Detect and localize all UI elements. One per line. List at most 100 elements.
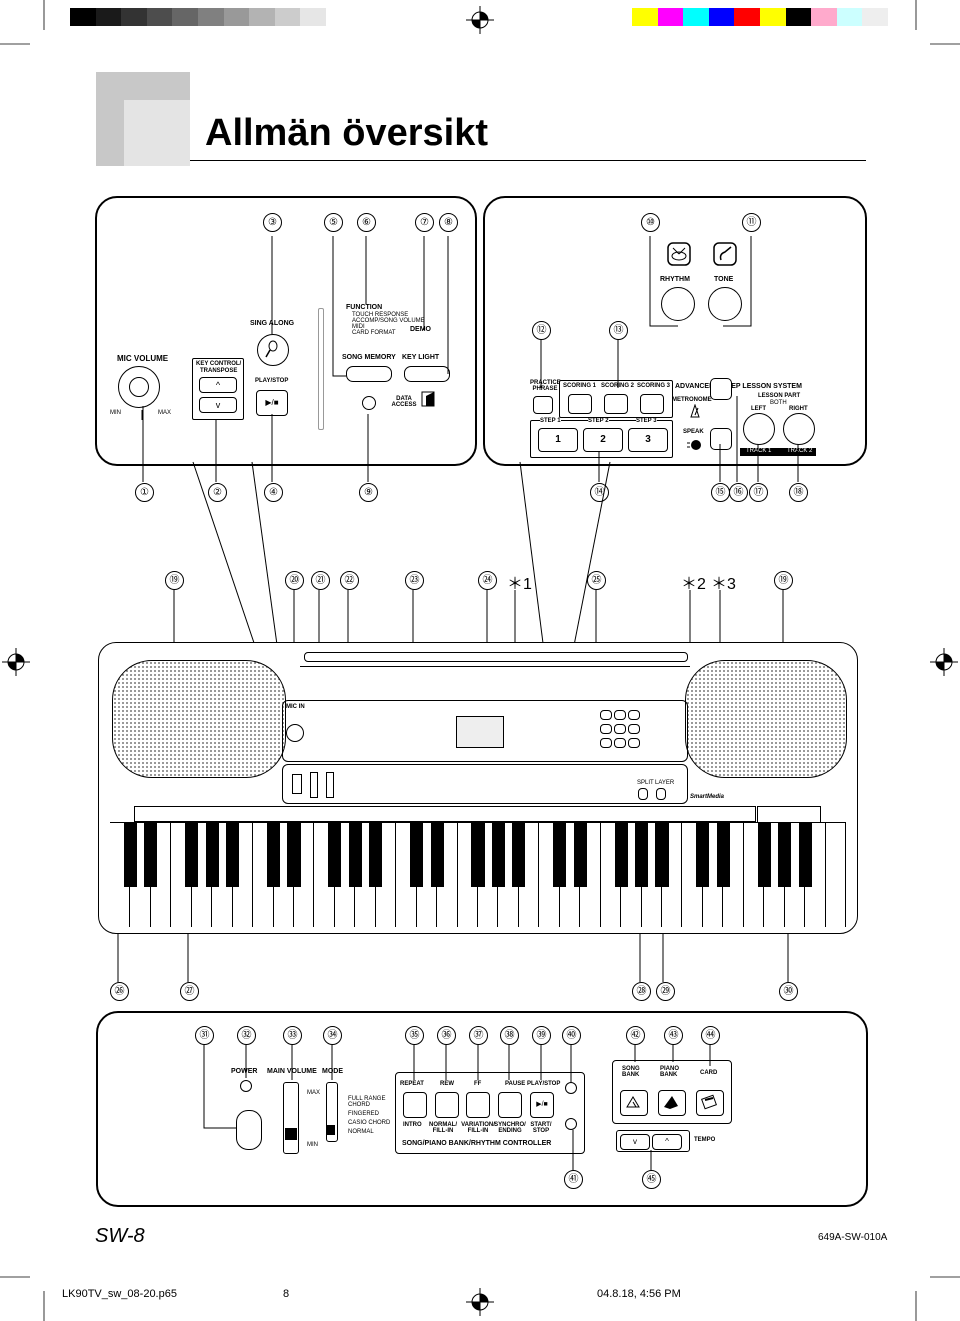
- key-light-button[interactable]: [404, 366, 450, 382]
- black-key[interactable]: [287, 823, 301, 887]
- mini-power-switch[interactable]: [292, 774, 302, 794]
- black-key[interactable]: [123, 823, 137, 887]
- black-key[interactable]: [328, 823, 342, 887]
- power-switch[interactable]: [236, 1110, 262, 1150]
- step-2-label: STEP 2: [588, 418, 609, 424]
- step-1-button[interactable]: 1: [538, 428, 578, 452]
- black-key[interactable]: [614, 823, 628, 887]
- black-key[interactable]: [798, 823, 812, 887]
- both-label: BOTH: [770, 400, 787, 406]
- mini-display: [456, 716, 504, 748]
- callout-17: ⑰: [749, 483, 768, 502]
- synchro-ending-button[interactable]: [498, 1092, 522, 1118]
- speak-icon: [687, 440, 701, 450]
- black-key[interactable]: [655, 823, 669, 887]
- step-2-button[interactable]: 2: [583, 428, 623, 452]
- piano-keys: [110, 822, 846, 929]
- black-key[interactable]: [144, 823, 158, 887]
- play-stop-top-label: PLAY/STOP: [527, 1081, 561, 1087]
- tempo-down-button[interactable]: v: [620, 1134, 650, 1150]
- transpose-down-button[interactable]: v: [199, 397, 237, 413]
- callout-33: ㉝: [283, 1026, 302, 1045]
- tone-icon: [713, 242, 737, 266]
- sing-along-button[interactable]: [257, 334, 289, 366]
- mini-mic-volume-knob[interactable]: [286, 724, 304, 742]
- mode-track: [326, 1082, 338, 1142]
- right-label: RIGHT: [789, 406, 808, 412]
- lesson-part-label: LESSON PART: [758, 393, 801, 399]
- main-volume-slider[interactable]: [285, 1128, 297, 1140]
- controller-label: SONG/PIANO BANK/RHYTHM CONTROLLER: [402, 1140, 552, 1147]
- scoring-3-button[interactable]: [640, 394, 664, 414]
- play-stop-button[interactable]: ▶/■: [256, 390, 288, 416]
- rhythm-button[interactable]: [661, 287, 695, 321]
- scoring-2-button[interactable]: [604, 394, 628, 414]
- practice-phrase-label: PRACTICE PHRASE: [530, 380, 561, 392]
- black-key[interactable]: [410, 823, 424, 887]
- callout-6: ⑥: [357, 213, 376, 232]
- black-key[interactable]: [226, 823, 240, 887]
- white-key[interactable]: [825, 823, 846, 927]
- variation-fill-in-button[interactable]: [466, 1092, 490, 1118]
- mini-lower-panel: [282, 764, 688, 804]
- metronome-button[interactable]: [710, 378, 732, 400]
- mini-volume-slider[interactable]: [310, 772, 318, 798]
- black-key[interactable]: [205, 823, 219, 887]
- demo-label: DEMO: [410, 326, 431, 333]
- black-key[interactable]: [553, 823, 567, 887]
- split-label: SPLIT: [637, 780, 654, 786]
- song-memory-button[interactable]: [346, 366, 392, 382]
- tone-button[interactable]: [708, 287, 742, 321]
- mode-fingered: FINGERED: [348, 1111, 380, 1117]
- repeat-label: REPEAT: [400, 1081, 424, 1087]
- black-key[interactable]: [369, 823, 383, 887]
- layer-button[interactable]: [656, 788, 666, 800]
- black-key[interactable]: [696, 823, 710, 887]
- scoring-1-button[interactable]: [568, 394, 592, 414]
- black-key[interactable]: [512, 823, 526, 887]
- callout-11: ⑪: [742, 213, 761, 232]
- black-key[interactable]: [635, 823, 649, 887]
- intro-button[interactable]: [403, 1092, 427, 1118]
- step-3-label: STEP 3: [636, 418, 657, 424]
- black-key[interactable]: [185, 823, 199, 887]
- black-key[interactable]: [491, 823, 505, 887]
- black-key[interactable]: [471, 823, 485, 887]
- callout-10: ⑩: [641, 213, 660, 232]
- doc-code: 649A-SW-010A: [818, 1232, 888, 1243]
- practice-phrase-button[interactable]: [533, 396, 553, 414]
- split-button[interactable]: [638, 788, 648, 800]
- mic-volume-knob[interactable]: [118, 366, 160, 408]
- power-label: POWER: [231, 1068, 258, 1075]
- speak-button[interactable]: [710, 428, 732, 450]
- synchro-ending-label: SYNCHRO/ ENDING: [494, 1122, 526, 1134]
- intro-label: INTRO: [403, 1122, 422, 1128]
- black-key[interactable]: [716, 823, 730, 887]
- step-3-button[interactable]: 3: [628, 428, 668, 452]
- transpose-up-button[interactable]: ^: [199, 377, 237, 393]
- callout-21: ㉑: [311, 571, 330, 590]
- mode-slider[interactable]: [327, 1125, 335, 1135]
- callout-19-left: ⑲: [165, 571, 184, 590]
- normal-fill-in-button[interactable]: [435, 1092, 459, 1118]
- metronome-label: METRONOME: [672, 397, 712, 403]
- callout-24: ㉔: [478, 571, 497, 590]
- normal-fill-in-label: NORMAL/ FILL-IN: [429, 1122, 457, 1134]
- black-key[interactable]: [267, 823, 281, 887]
- mini-mode-slider[interactable]: [326, 772, 334, 798]
- tempo-up-button[interactable]: ^: [652, 1134, 682, 1150]
- callout-8: ⑧: [439, 213, 458, 232]
- black-key[interactable]: [573, 823, 587, 887]
- black-key[interactable]: [757, 823, 771, 887]
- lesson-right-button[interactable]: [783, 413, 815, 445]
- callout-26: ㉖: [110, 982, 129, 1001]
- black-key[interactable]: [778, 823, 792, 887]
- callout-45: ㊺: [642, 1170, 661, 1189]
- rhythm-icon: [667, 242, 691, 266]
- card-button[interactable]: [696, 1090, 724, 1116]
- black-key[interactable]: [430, 823, 444, 887]
- start-stop-button[interactable]: ▶/■: [530, 1092, 554, 1118]
- callout-3: ③: [263, 213, 282, 232]
- lesson-left-button[interactable]: [743, 413, 775, 445]
- black-key[interactable]: [348, 823, 362, 887]
